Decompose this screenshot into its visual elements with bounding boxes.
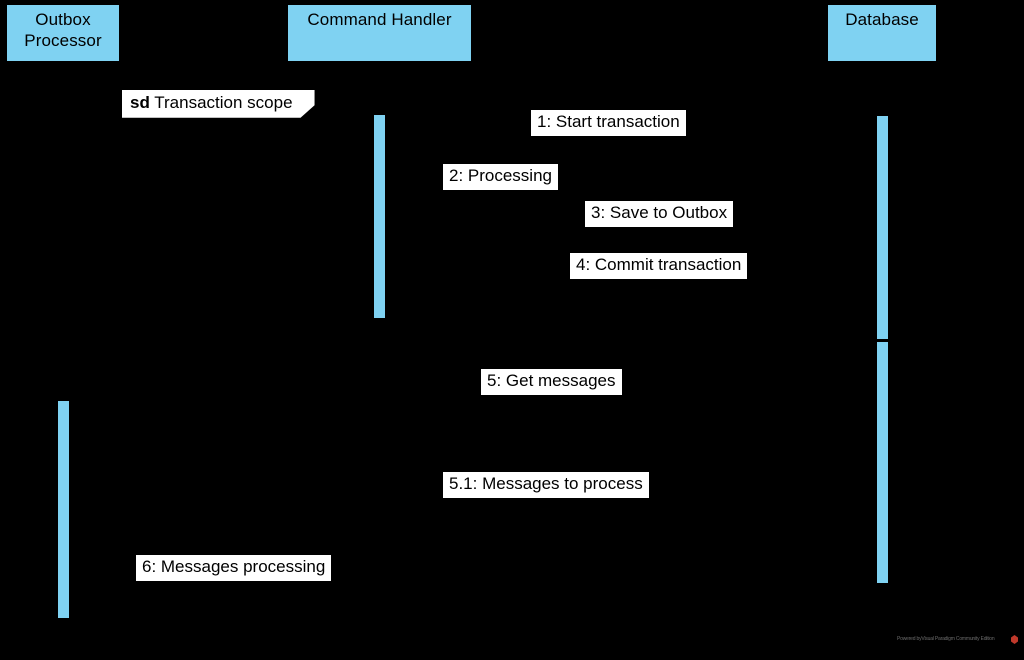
watermark-text: Powered byVisual Paradigm Community Edit… (897, 636, 995, 642)
participant-outbox-processor[interactable]: Outbox Processor (5, 3, 121, 63)
message-label-1: 1: Start transaction (531, 110, 686, 136)
arrow-line-5 (70, 393, 872, 395)
message-label-5: 5: Get messages (481, 369, 622, 395)
watermark-logo-icon (1011, 635, 1018, 644)
message-label-5-1: 5.1: Messages to process (443, 472, 649, 498)
arrow-line-2-out (386, 178, 430, 180)
arrow-head-6 (70, 582, 80, 592)
participant-outbox-processor-line2: Processor (24, 30, 102, 50)
arrow-line-6-down (114, 564, 116, 586)
activation-database-2 (876, 341, 889, 584)
arrow-line-6-out (70, 564, 114, 566)
message-label-2: 2: Processing (443, 164, 558, 190)
message-label-4: 4: Commit transaction (570, 253, 748, 279)
participant-outbox-processor-line1: Outbox (35, 10, 91, 29)
participant-database[interactable]: Database (826, 3, 938, 63)
arrow-head-2 (386, 196, 396, 206)
arrow-line-6-back (80, 586, 114, 588)
lifeline-command-handler (379, 63, 380, 660)
activation-database-1 (876, 115, 889, 340)
fragment-keyword: sd (130, 93, 150, 112)
message-label-6: 6: Messages processing (136, 555, 332, 581)
participant-database-line1: Database (845, 10, 919, 29)
participant-command-handler[interactable]: Command Handler (286, 3, 473, 63)
fragment-name: Transaction scope (154, 93, 293, 112)
message-label-3: 3: Save to Outbox (585, 201, 734, 227)
fragment-tag-transaction-scope: sd Transaction scope (122, 90, 315, 118)
activation-outbox-processor (57, 400, 70, 619)
activation-command-handler (373, 114, 386, 319)
fragment-transaction-scope (122, 90, 902, 330)
arrow-line-2-back (396, 200, 430, 202)
lifeline-outbox-processor (63, 63, 64, 660)
arrow-line-2-down (430, 178, 432, 200)
participant-command-handler-line1: Command Handler (307, 10, 452, 29)
